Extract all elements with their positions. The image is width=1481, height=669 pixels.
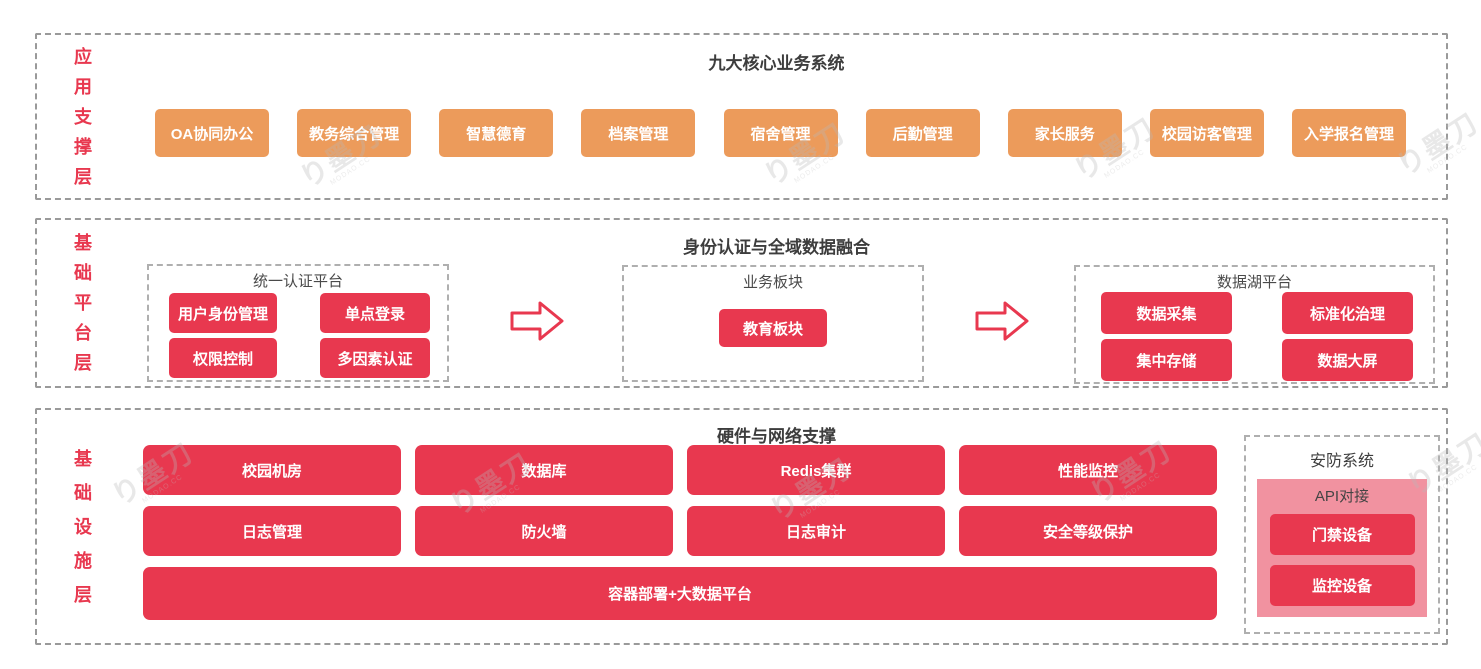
layer-label-infra: 基础设施层: [73, 410, 93, 643]
infra-button-server-room[interactable]: 校园机房: [143, 445, 401, 495]
lake-button-dashboard[interactable]: 数据大屏: [1282, 339, 1413, 381]
app-buttons-row: OA协同办公 教务综合管理 智慧德育 档案管理 宿舍管理 后勤管理 家长服务 校…: [155, 109, 1406, 157]
auth-buttons-grid: 用户身份管理 单点登录 权限控制 多因素认证: [169, 293, 430, 378]
layer-app-support: 应用支撑层 九大核心业务系统 OA协同办公 教务综合管理 智慧德育 档案管理 宿…: [35, 33, 1448, 200]
auth-button-permission[interactable]: 权限控制: [169, 338, 277, 378]
flow-arrow-icon: [510, 301, 564, 341]
app-button-baoming[interactable]: 入学报名管理: [1292, 109, 1406, 157]
app-button-deyu[interactable]: 智慧德育: [439, 109, 554, 157]
api-panel-title: API对接: [1314, 488, 1370, 505]
group-data-lake: 数据湖平台 数据采集 标准化治理 集中存储 数据大屏: [1074, 265, 1435, 384]
api-panel: API对接 门禁设备 监控设备: [1257, 479, 1427, 617]
infra-button-security-level[interactable]: 安全等级保护: [959, 506, 1217, 556]
layer-label-platform: 基础平台层: [73, 220, 93, 386]
lake-button-collect[interactable]: 数据采集: [1101, 292, 1232, 334]
app-button-fangke[interactable]: 校园访客管理: [1149, 109, 1264, 157]
layer-app-title: 九大核心业务系统: [708, 54, 845, 73]
infra-button-log-mgmt[interactable]: 日志管理: [143, 506, 401, 556]
group-auth-title: 统一认证平台: [252, 273, 343, 290]
infra-button-redis[interactable]: Redis集群: [687, 445, 945, 495]
app-button-jiazhang[interactable]: 家长服务: [1007, 109, 1122, 157]
app-button-houqin[interactable]: 后勤管理: [865, 109, 980, 157]
layer-base-platform: 基础平台层 身份认证与全域数据融合 统一认证平台 用户身份管理 单点登录 权限控…: [35, 218, 1448, 388]
app-button-jiaowu[interactable]: 教务综合管理: [297, 109, 412, 157]
auth-button-mfa[interactable]: 多因素认证: [320, 338, 430, 378]
auth-button-sso[interactable]: 单点登录: [320, 293, 430, 333]
lake-button-standardize[interactable]: 标准化治理: [1282, 292, 1413, 334]
layer-platform-title: 身份认证与全域数据融合: [683, 238, 870, 257]
lake-button-storage[interactable]: 集中存储: [1101, 339, 1232, 381]
layer-infra-title: 硬件与网络支撑: [717, 427, 836, 446]
flow-arrow-icon: [975, 301, 1029, 341]
layer-label-text: 基础设施层: [74, 448, 92, 605]
infra-button-database[interactable]: 数据库: [415, 445, 673, 495]
app-button-oa[interactable]: OA协同办公: [155, 109, 269, 157]
infra-button-log-audit[interactable]: 日志审计: [687, 506, 945, 556]
infra-button-container-bigdata[interactable]: 容器部署+大数据平台: [143, 567, 1217, 620]
biz-button-education[interactable]: 教育板块: [719, 309, 827, 347]
group-business-module: 业务板块 教育板块: [622, 265, 924, 382]
infra-button-firewall[interactable]: 防火墙: [415, 506, 673, 556]
layer-infrastructure: 基础设施层 硬件与网络支撑 校园机房 数据库 Redis集群 性能监控 日志管理…: [35, 408, 1448, 645]
layer-label-text: 应用支撑层: [74, 46, 92, 187]
group-lake-title: 数据湖平台: [1216, 274, 1292, 291]
security-button-monitoring[interactable]: 监控设备: [1269, 565, 1415, 606]
group-unified-auth: 统一认证平台 用户身份管理 单点登录 权限控制 多因素认证: [147, 264, 449, 382]
group-biz-title: 业务板块: [742, 274, 803, 291]
infra-button-performance[interactable]: 性能监控: [959, 445, 1217, 495]
security-button-access-control[interactable]: 门禁设备: [1269, 514, 1415, 555]
layer-label-text: 基础平台层: [74, 233, 92, 373]
app-button-sushe[interactable]: 宿舍管理: [723, 109, 838, 157]
lake-buttons-grid: 数据采集 标准化治理 集中存储 数据大屏: [1101, 292, 1413, 381]
infra-buttons-grid: 校园机房 数据库 Redis集群 性能监控 日志管理 防火墙 日志审计 安全等级…: [143, 445, 1217, 556]
app-button-dangan[interactable]: 档案管理: [581, 109, 696, 157]
security-title: 安防系统: [1309, 453, 1374, 470]
security-system-box: 安防系统 API对接 门禁设备 监控设备: [1244, 435, 1440, 634]
auth-button-identity[interactable]: 用户身份管理: [169, 293, 277, 333]
layer-label-app: 应用支撑层: [73, 35, 93, 198]
